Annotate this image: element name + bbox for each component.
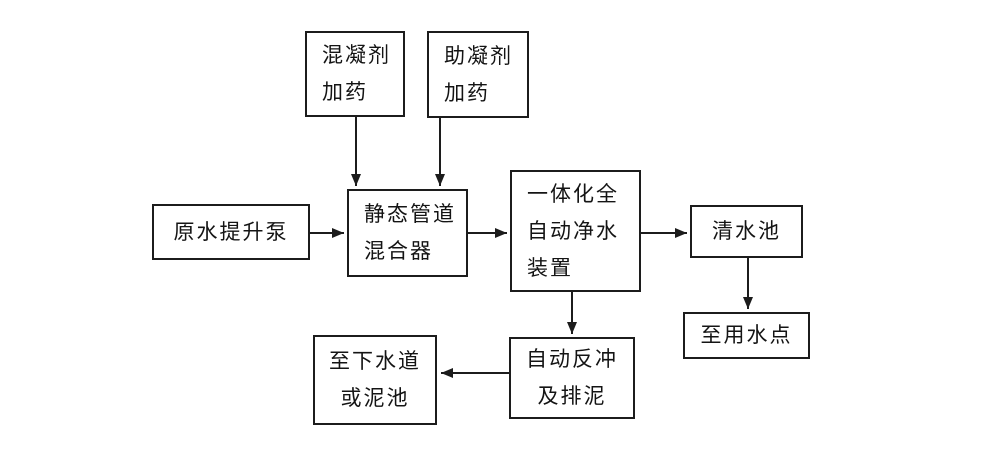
- node-label-line: 自动反冲: [526, 347, 618, 371]
- node-sewer-or-mud-pond: 至下水道 或泥池: [313, 335, 437, 425]
- node-label-line: 装置: [527, 255, 573, 280]
- node-label-line: 加药: [444, 80, 490, 105]
- node-clear-water-tank: 清水池: [690, 205, 803, 258]
- node-label-line: 混凝剂: [322, 43, 391, 67]
- node-label-line: 自动净水: [527, 218, 619, 243]
- node-coagulant-dosing: 混凝剂 加药: [305, 31, 405, 117]
- node-label-line: 或泥池: [340, 386, 410, 410]
- node-label-line: 助凝剂: [444, 43, 513, 68]
- node-label-line: 至下水道: [329, 349, 421, 373]
- node-label-line: 一体化全: [527, 181, 619, 206]
- node-label-line: 原水提升泵: [173, 219, 289, 244]
- node-water-use-point: 至用水点: [683, 312, 810, 359]
- node-label-line: 静态管道: [364, 202, 456, 226]
- node-static-pipe-mixer: 静态管道 混合器: [347, 189, 468, 277]
- node-integrated-purifier: 一体化全 自动净水 装置: [510, 170, 641, 292]
- node-label-line: 及排泥: [537, 384, 607, 408]
- node-label-line: 至用水点: [700, 323, 793, 347]
- node-coagulant-aid-dosing: 助凝剂 加药: [427, 31, 529, 118]
- node-auto-backwash-sludge: 自动反冲 及排泥: [509, 337, 635, 419]
- node-label-line: 加药: [322, 80, 368, 104]
- node-raw-water-lift-pump: 原水提升泵: [152, 204, 310, 260]
- node-label-line: 清水池: [712, 219, 781, 243]
- node-label-line: 混合器: [364, 239, 433, 263]
